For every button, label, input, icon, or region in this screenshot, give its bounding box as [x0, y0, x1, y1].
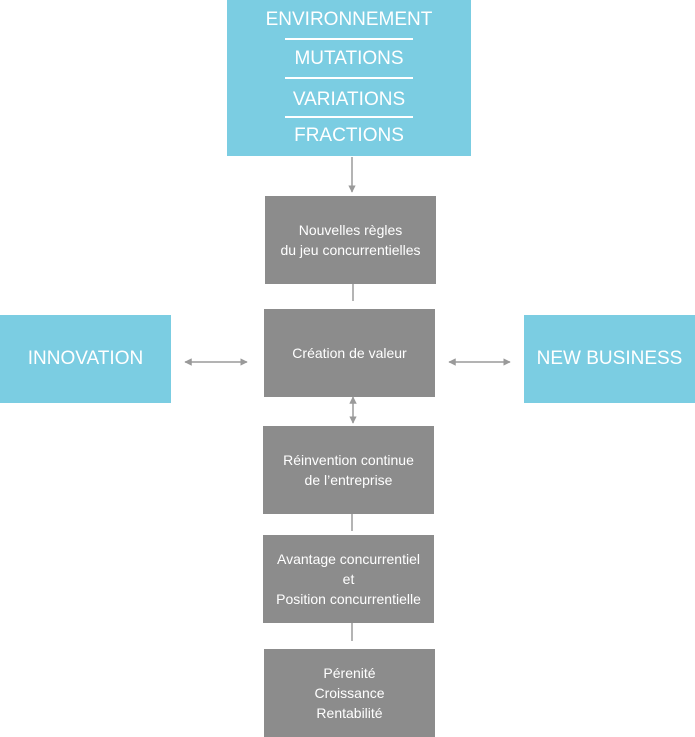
advantage-line-1: Avantage concurrentiel [277, 551, 420, 567]
environment-box: ENVIRONNEMENT MUTATIONS VARIATIONS FRACT… [227, 0, 471, 156]
advantage-line-3: Position concurrentielle [276, 591, 421, 607]
new-rules-box: Nouvelles règles du jeu concurrentielles [265, 196, 436, 284]
variations-label: VARIATIONS [292, 89, 406, 110]
environment-label: ENVIRONNEMENT [265, 9, 433, 30]
mutations-label: MUTATIONS [294, 48, 404, 69]
reinvention-line-2: de l’entreprise [304, 472, 393, 488]
divider-2 [285, 77, 413, 79]
new-business-box: NEW BUSINESS [524, 315, 695, 403]
new-business-label: NEW BUSINESS [536, 348, 683, 369]
value-creation-label: Création de valeur [292, 345, 407, 361]
fractions-label: FRACTIONS [294, 125, 404, 146]
value-creation-box: Création de valeur [264, 309, 435, 397]
new-rules-line-2: du jeu concurrentielles [280, 242, 421, 258]
sustainability-line-1: Pérenité [323, 665, 376, 681]
reinvention-line-1: Réinvention continue [283, 452, 414, 468]
advantage-box: Avantage concurrentiel et Position concu… [263, 535, 434, 623]
sustainability-box: Pérenité Croissance Rentabilité [264, 649, 435, 737]
new-rules-line-1: Nouvelles règles [298, 222, 403, 238]
divider-3 [285, 116, 413, 118]
innovation-label: INNOVATION [27, 348, 144, 369]
advantage-line-2: et [342, 571, 355, 587]
divider-1 [285, 38, 413, 40]
reinvention-box: Réinvention continue de l’entreprise [263, 426, 434, 514]
sustainability-line-3: Rentabilité [316, 705, 383, 721]
innovation-box: INNOVATION [0, 315, 171, 403]
sustainability-line-2: Croissance [314, 685, 385, 701]
